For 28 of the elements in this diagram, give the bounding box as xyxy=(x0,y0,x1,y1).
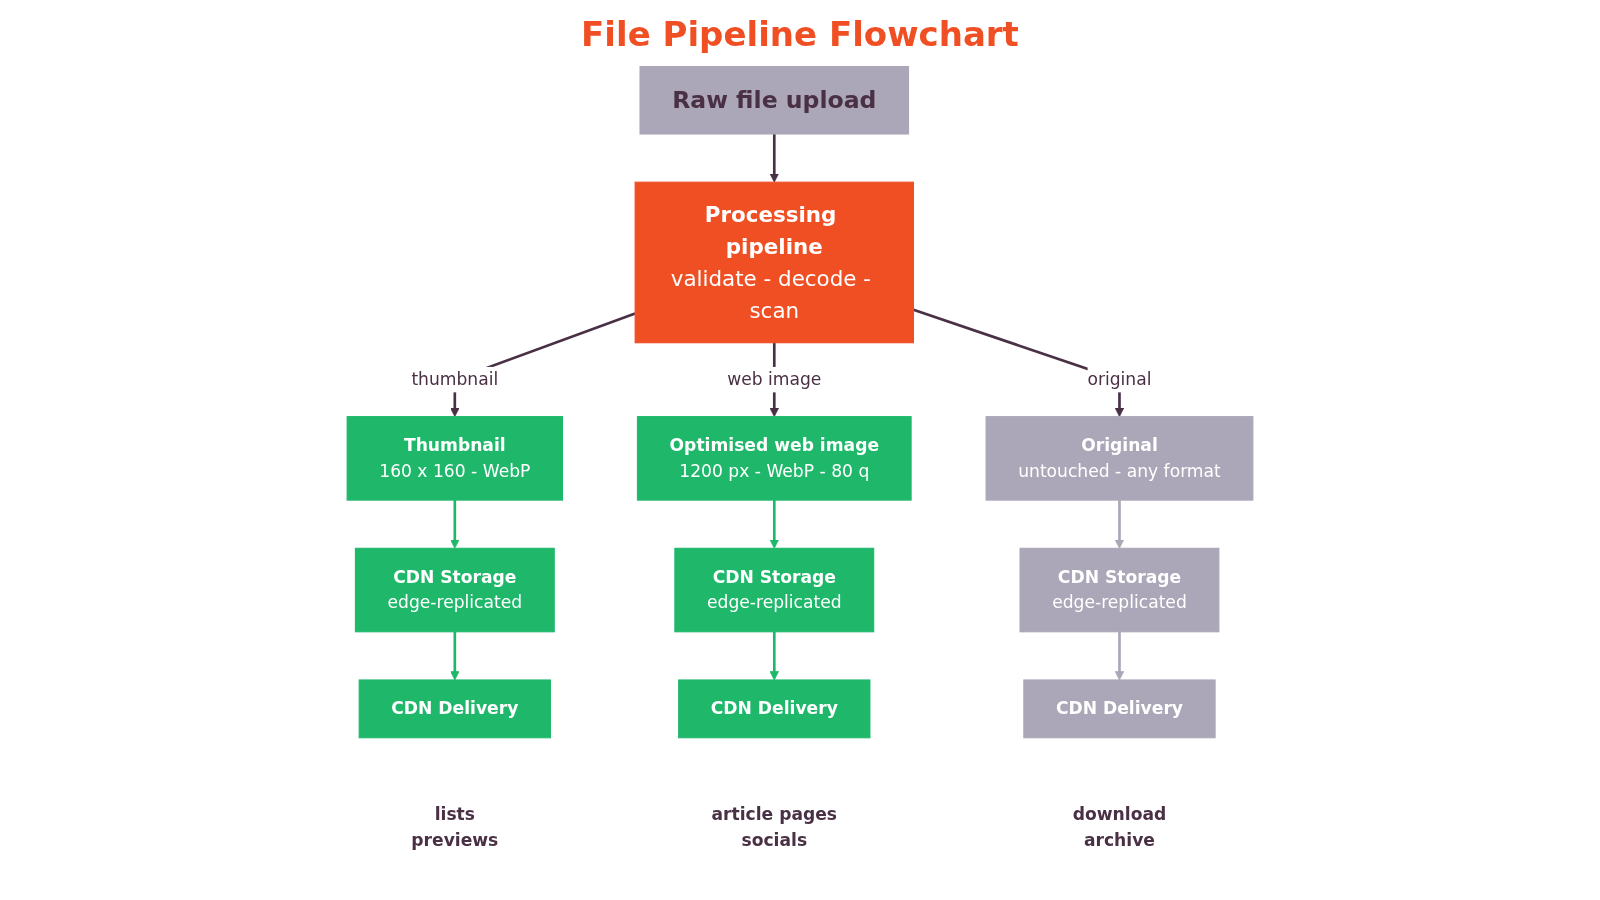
node-box: CDN Storage edge-replicated xyxy=(674,547,875,633)
node-label: socials xyxy=(741,829,808,851)
node-label: download xyxy=(1072,804,1167,825)
arrow xyxy=(769,500,779,549)
node-label: archive xyxy=(1083,829,1155,851)
node-box: Raw file upload xyxy=(639,66,910,135)
node-box: Original untouched - any format xyxy=(985,416,1254,501)
node-box: Optimised web image 1200 px - WebP - 80 q xyxy=(636,416,912,501)
node-label: article pages xyxy=(711,804,838,825)
node-label: lists xyxy=(434,804,475,825)
arrow xyxy=(1114,631,1125,681)
arrow xyxy=(1114,500,1125,549)
node-box: CDN Delivery xyxy=(358,679,551,739)
edge-label: original xyxy=(1087,368,1152,390)
arrow xyxy=(769,631,779,681)
node-box: CDN Storage edge-replicated xyxy=(1019,547,1220,633)
node-box: CDN Delivery xyxy=(678,679,871,739)
node-label: previews xyxy=(411,829,499,851)
node-box: CDN Storage edge-replicated xyxy=(354,547,555,633)
node-box: CDN Delivery xyxy=(1023,679,1216,739)
node-box: Thumbnail 160 x 160 - WebP xyxy=(346,416,564,501)
node-box: Processing pipeline validate - decode - scan xyxy=(634,181,914,344)
edge-label: web image xyxy=(727,368,822,390)
edge-label: thumbnail xyxy=(411,368,499,390)
arrow xyxy=(769,134,779,183)
arrow xyxy=(450,631,460,681)
diagram-title: File Pipeline Flowchart xyxy=(580,14,1020,54)
arrow xyxy=(450,500,460,549)
